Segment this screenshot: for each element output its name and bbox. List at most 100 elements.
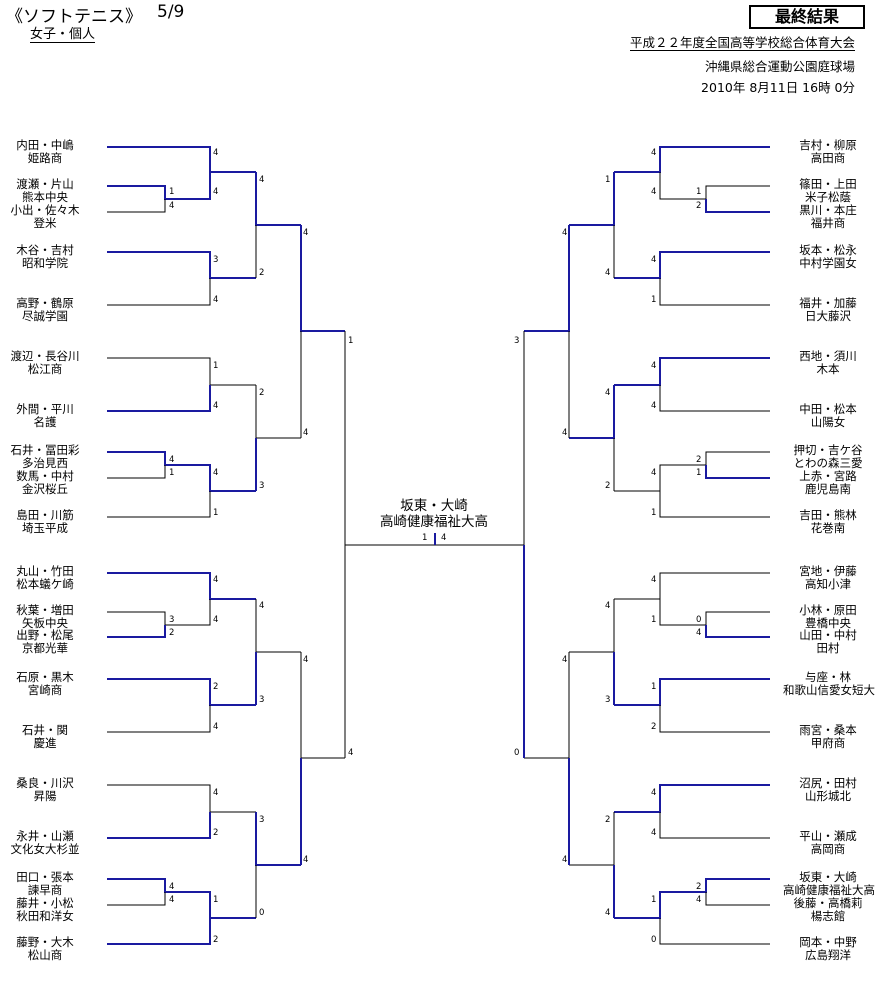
player-names: 吉村・柳原	[799, 138, 857, 152]
player-names: 藤井・小松	[16, 896, 74, 910]
player-school: 山陽女	[810, 414, 846, 429]
match-score: 4	[651, 361, 657, 371]
player-entry: 石井・関慶進	[0, 724, 90, 749]
bracket-line	[614, 678, 770, 706]
player-school: 金沢桜丘	[22, 481, 68, 496]
bracket-line	[107, 599, 211, 626]
player-school: 松山商	[27, 947, 63, 962]
bracket-line	[107, 199, 166, 213]
player-entry: 岡本・中野広島翔洋	[783, 936, 873, 961]
player-school: 姫路商	[27, 150, 63, 165]
match-score: 4	[605, 268, 611, 278]
player-school: 楊志館	[810, 908, 846, 923]
bracket-line	[614, 251, 770, 279]
match-score: 4	[651, 187, 657, 197]
player-school: 豊橋中央	[805, 615, 851, 630]
timestamp: 2010年 8月11日 16時 0分	[701, 80, 855, 95]
bracket-line	[300, 652, 345, 759]
match-score: 4	[213, 148, 219, 158]
match-score: 4	[169, 895, 175, 905]
champion-school: 高崎健康福祉大高	[380, 514, 488, 530]
match-score: 2	[213, 828, 219, 838]
bracket-line	[614, 357, 770, 386]
match-score: 1	[651, 508, 657, 518]
match-score: 4	[605, 388, 611, 398]
player-names: 坂本・松永	[799, 243, 857, 257]
bracket-line	[659, 385, 770, 412]
bracket-line	[659, 705, 770, 733]
bracket-line	[705, 625, 770, 638]
match-score: 4	[213, 401, 219, 411]
bracket-line	[614, 878, 770, 919]
player-names: 丸山・竹田	[16, 564, 74, 578]
champion-names: 坂東・大崎	[400, 498, 468, 514]
player-entry: 石原・黒木宮崎商	[0, 671, 90, 696]
match-score: 4	[348, 748, 354, 758]
match-score: 4	[303, 228, 309, 238]
bracket-line	[614, 784, 770, 813]
player-school: 名護	[33, 414, 57, 429]
player-school: 花巻南	[810, 520, 846, 535]
bracket-line	[659, 918, 770, 945]
player-school: 多治見西	[22, 455, 68, 470]
bracket-line	[107, 705, 211, 733]
match-score: 4	[213, 468, 219, 478]
player-school: 高崎健康福祉大高	[783, 882, 875, 897]
bracket-line	[107, 278, 211, 306]
player-names: 渡瀬・片山	[16, 177, 74, 191]
bracket-line	[107, 385, 211, 412]
match-score: 4	[303, 428, 309, 438]
match-score: 1	[651, 615, 657, 625]
final-result-badge: 最終結果	[749, 5, 865, 29]
match-score: 3	[259, 815, 265, 825]
match-score: 4	[651, 828, 657, 838]
match-score: 2	[696, 882, 702, 892]
player-names: 後藤・高橋莉	[793, 896, 863, 910]
player-names: 中田・松本	[799, 402, 857, 416]
match-score: 4	[213, 295, 219, 305]
player-school: 松本蟻ケ崎	[16, 576, 74, 591]
match-score: 4	[562, 428, 568, 438]
bracket-line	[300, 225, 345, 332]
match-score: 2	[259, 388, 265, 398]
match-score: 4	[303, 655, 309, 665]
match-score: 2	[605, 481, 611, 491]
player-school: 米子松蔭	[805, 189, 851, 204]
match-score: 2	[169, 628, 175, 638]
match-score: 1	[213, 361, 219, 371]
bracket-line	[705, 465, 770, 479]
player-names: 与座・林	[805, 670, 851, 684]
bracket-line	[107, 491, 211, 518]
player-entry: 数馬・中村金沢桜丘	[0, 470, 90, 495]
match-score: 4	[605, 908, 611, 918]
match-score: 3	[259, 695, 265, 705]
player-entry: 与座・林和歌山信愛女短大	[783, 670, 875, 696]
final-score-left: 1	[422, 533, 428, 543]
final-score-right: 4	[441, 533, 447, 543]
player-entry: 木谷・吉村昭和学院	[0, 244, 90, 269]
player-school: 日大藤沢	[805, 308, 851, 323]
player-school: 矢板中央	[22, 615, 68, 630]
player-names: 福井・加藤	[799, 296, 857, 310]
player-names: 雨宮・桑本	[799, 723, 857, 737]
player-entry: 内田・中嶋姫路商	[0, 139, 90, 164]
player-names: 篠田・上田	[799, 177, 857, 191]
player-entry: 渡瀬・片山熊本中央	[0, 178, 90, 203]
player-entry: 高野・鶴原尽誠学園	[0, 297, 90, 322]
player-entry: 中田・松本山陽女	[783, 403, 873, 428]
page-title: 《ソフトテニス》	[6, 7, 142, 27]
bracket-line	[107, 812, 211, 839]
bracket-line	[107, 465, 166, 479]
player-names: 石井・冨田彩	[10, 443, 80, 457]
match-score: 4	[651, 468, 657, 478]
match-score: 4	[169, 455, 175, 465]
match-score: 2	[696, 201, 702, 211]
bracket-line	[659, 599, 770, 626]
player-school: 福井商	[810, 215, 846, 230]
player-entry: 吉村・柳原高田商	[783, 139, 873, 164]
player-school: とわの森三愛	[793, 455, 863, 470]
player-school: 宮崎商	[27, 682, 63, 697]
player-entry: 永井・山瀬文化女大杉並	[0, 830, 90, 855]
category-label: 女子・個人	[30, 27, 96, 43]
match-score: 4	[169, 882, 175, 892]
